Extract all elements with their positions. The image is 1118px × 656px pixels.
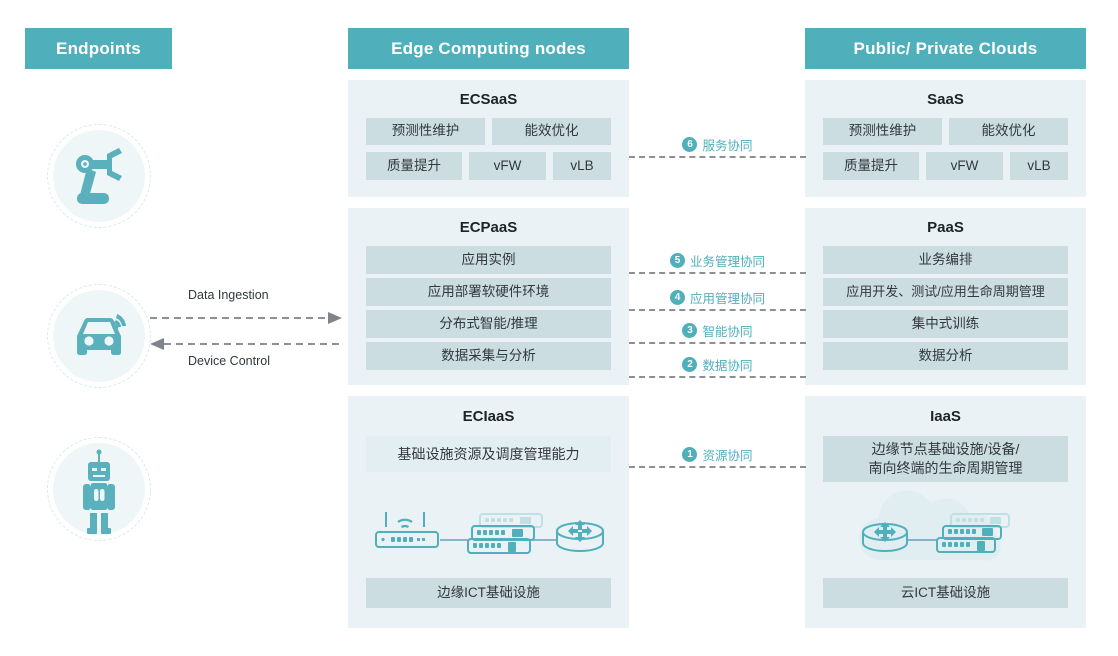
- cell-cloud-saas-r1-1[interactable]: 能效优化: [949, 118, 1068, 145]
- humanoid-robot-icon: [83, 449, 115, 534]
- connector-2-number: 2: [682, 357, 698, 372]
- connector-4: 4 应用管理协同: [629, 277, 806, 311]
- cell-cloud-iaas-footer[interactable]: 云ICT基础设施: [823, 578, 1068, 608]
- connector-6: 6 服务协同: [629, 124, 806, 158]
- panel-ecpaas-title: ECPaaS: [459, 219, 518, 236]
- connector-1-label: 资源协同: [702, 449, 753, 463]
- cell-cloud-iaas-capability-line1: 边缘节点基础设施/设备/: [871, 441, 1020, 458]
- panel-saas-title: SaaS: [927, 91, 964, 108]
- connector-1-number: 1: [682, 447, 698, 462]
- cell-cloud-saas-r2-1[interactable]: vFW: [926, 152, 1003, 180]
- panel-eciaas-title: ECIaaS: [462, 408, 515, 425]
- connector-2: 2 数据协同: [629, 344, 806, 378]
- connector-3-number: 3: [682, 323, 698, 338]
- panel-ecsaas-title: ECSaaS: [459, 91, 518, 108]
- connector-4-text: 4 应用管理协同: [629, 288, 806, 307]
- panel-ecpaas: ECPaaS 应用实例 应用部署软硬件环境 分布式智能/推理 数据采集与分析: [348, 208, 629, 385]
- cell-cloud-saas-r2-2[interactable]: vLB: [1010, 152, 1068, 180]
- endpoint-dashed-ring: [47, 284, 151, 388]
- connector-6-number: 6: [682, 137, 698, 152]
- cell-edge-paas-3[interactable]: 数据采集与分析: [366, 342, 611, 370]
- cell-cloud-saas-r1-0[interactable]: 预测性维护: [823, 118, 942, 145]
- cell-cloud-paas-1[interactable]: 应用开发、测试/应用生命周期管理: [823, 278, 1068, 306]
- cell-edge-saas-r2-2[interactable]: vLB: [553, 152, 611, 180]
- robot-arm-icon: [76, 148, 122, 204]
- connector-5-number: 5: [669, 253, 685, 268]
- panel-paas-title: PaaS: [927, 219, 964, 236]
- connector-3-label: 智能协同: [702, 325, 753, 339]
- column-header-endpoints: Endpoints: [25, 28, 172, 69]
- connector-2-text: 2 数据协同: [629, 355, 806, 374]
- flow-label-device-control: Device Control: [188, 354, 270, 368]
- endpoint-disc: [53, 130, 145, 222]
- endpoint-connected-vehicle: [47, 284, 151, 388]
- connector-4-number: 4: [669, 290, 685, 305]
- flow-arrow-glyphs: [150, 312, 342, 350]
- connector-6-text: 6 服务协同: [629, 135, 806, 154]
- connector-1-text: 1 资源协同: [629, 445, 806, 464]
- cell-edge-saas-r1-1[interactable]: 能效优化: [492, 118, 611, 145]
- connector-1-line: [629, 466, 806, 468]
- cell-edge-saas-r2-0[interactable]: 质量提升: [366, 152, 462, 180]
- endpoint-humanoid-robot: [47, 437, 151, 541]
- connector-4-line: [629, 309, 806, 311]
- connector-5-text: 5 业务管理协同: [629, 251, 806, 270]
- cell-edge-paas-1[interactable]: 应用部署软硬件环境: [366, 278, 611, 306]
- panel-saas: SaaS 预测性维护 能效优化 质量提升 vFW vLB: [805, 80, 1086, 197]
- cell-cloud-iaas-capability[interactable]: 边缘节点基础设施/设备/ 南向终端的生命周期管理: [823, 436, 1068, 482]
- endpoint-robot-arm: [47, 124, 151, 228]
- connector-3-line: [629, 342, 806, 344]
- connector-6-label: 服务协同: [702, 139, 753, 153]
- connector-3: 3 智能协同: [629, 310, 806, 344]
- panel-eciaas: ECIaaS 基础设施资源及调度管理能力: [348, 396, 629, 628]
- column-header-edge: Edge Computing nodes: [348, 28, 629, 69]
- cell-edge-saas-r1-0[interactable]: 预测性维护: [366, 118, 485, 145]
- column-header-endpoints-label: Endpoints: [56, 38, 141, 58]
- connector-5-line: [629, 272, 806, 274]
- cell-edge-paas-2[interactable]: 分布式智能/推理: [366, 310, 611, 338]
- connector-2-label: 数据协同: [702, 359, 753, 373]
- panel-iaas: IaaS 边缘节点基础设施/设备/ 南向终端的生命周期管理: [805, 396, 1086, 628]
- connector-5: 5 业务管理协同: [629, 240, 806, 274]
- connected-vehicle-icon: [77, 314, 126, 355]
- connector-2-line: [629, 376, 806, 378]
- cell-cloud-paas-0[interactable]: 业务编排: [823, 246, 1068, 274]
- cell-edge-paas-0[interactable]: 应用实例: [366, 246, 611, 274]
- endpoint-edge-flow-arrows: Data Ingestion Device Control: [150, 288, 350, 376]
- cell-edge-saas-r2-1[interactable]: vFW: [469, 152, 546, 180]
- connector-1: 1 资源协同: [629, 434, 806, 468]
- panel-ecsaas: ECSaaS 预测性维护 能效优化 质量提升 vFW vLB: [348, 80, 629, 197]
- column-header-edge-label: Edge Computing nodes: [391, 38, 586, 58]
- cell-cloud-iaas-capability-line2: 南向终端的生命周期管理: [868, 460, 1023, 476]
- column-header-cloud-label: Public/ Private Clouds: [853, 38, 1038, 58]
- cell-cloud-paas-3[interactable]: 数据分析: [823, 342, 1068, 370]
- cell-edge-iaas-capability[interactable]: 基础设施资源及调度管理能力: [366, 436, 611, 472]
- endpoint-dashed-ring: [47, 124, 151, 228]
- panel-iaas-title: IaaS: [930, 408, 961, 425]
- flow-label-data-ingestion: Data Ingestion: [188, 288, 269, 302]
- cell-edge-iaas-footer[interactable]: 边缘ICT基础设施: [366, 578, 611, 608]
- panel-paas: PaaS 业务编排 应用开发、测试/应用生命周期管理 集中式训练 数据分析: [805, 208, 1086, 385]
- column-header-cloud: Public/ Private Clouds: [805, 28, 1086, 69]
- connector-5-label: 业务管理协同: [689, 255, 765, 269]
- cell-cloud-paas-2[interactable]: 集中式训练: [823, 310, 1068, 338]
- connector-4-label: 应用管理协同: [689, 292, 765, 306]
- edge-network-topology-icon: [375, 512, 604, 554]
- connector-6-line: [629, 156, 806, 158]
- cell-cloud-saas-r2-0[interactable]: 质量提升: [823, 152, 919, 180]
- cloud-network-topology-icon: [858, 490, 1010, 561]
- connector-3-text: 3 智能协同: [629, 321, 806, 340]
- endpoint-dashed-ring: [47, 437, 151, 541]
